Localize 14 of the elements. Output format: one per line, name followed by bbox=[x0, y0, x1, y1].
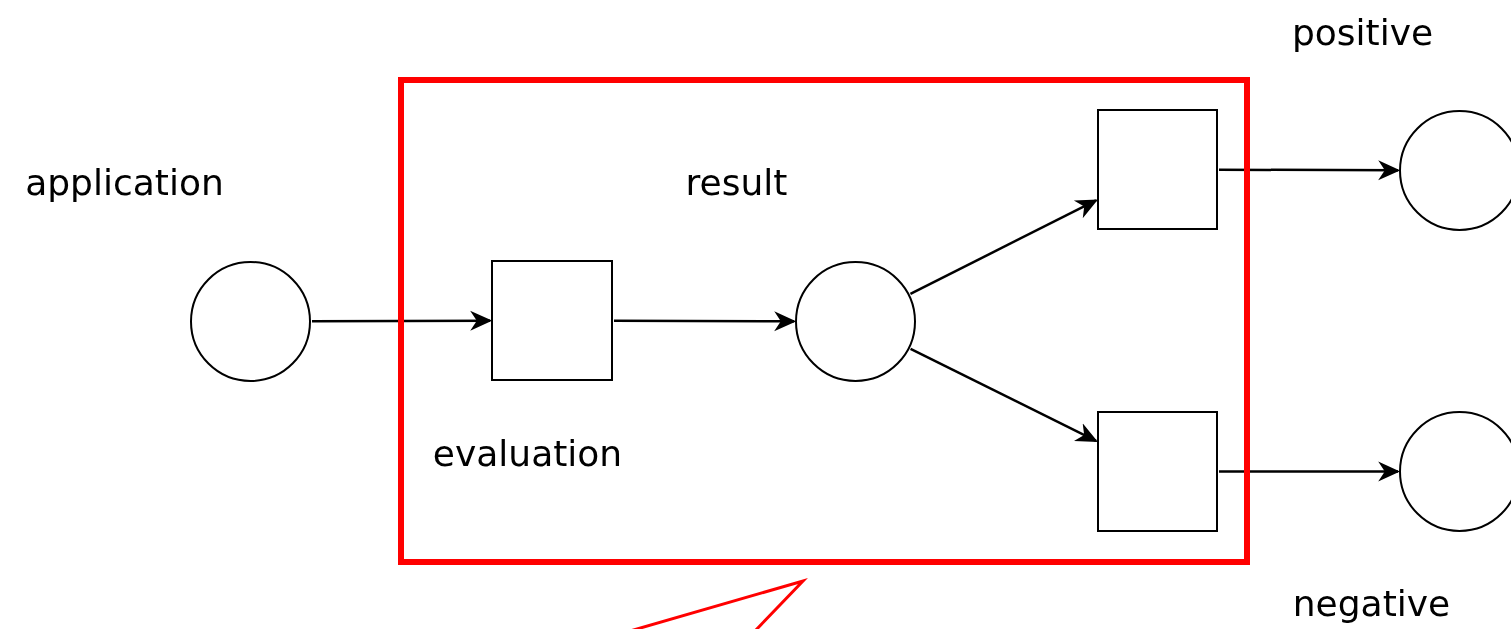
node-caption: result bbox=[685, 161, 788, 202]
node-caption: evaluation bbox=[432, 432, 623, 473]
highlight-frame bbox=[398, 77, 1250, 565]
arrow bbox=[1219, 160, 1401, 181]
arrow bbox=[910, 347, 1098, 443]
arrow bbox=[1219, 461, 1401, 482]
transition-box bbox=[1097, 109, 1218, 230]
transition-box bbox=[1097, 411, 1218, 532]
node-caption: negative bbox=[1292, 582, 1451, 623]
node-caption: positive bbox=[1291, 11, 1434, 52]
arrow bbox=[614, 311, 797, 332]
arrow bbox=[909, 199, 1098, 295]
node-caption: application bbox=[25, 161, 224, 202]
arrow bbox=[312, 310, 493, 331]
